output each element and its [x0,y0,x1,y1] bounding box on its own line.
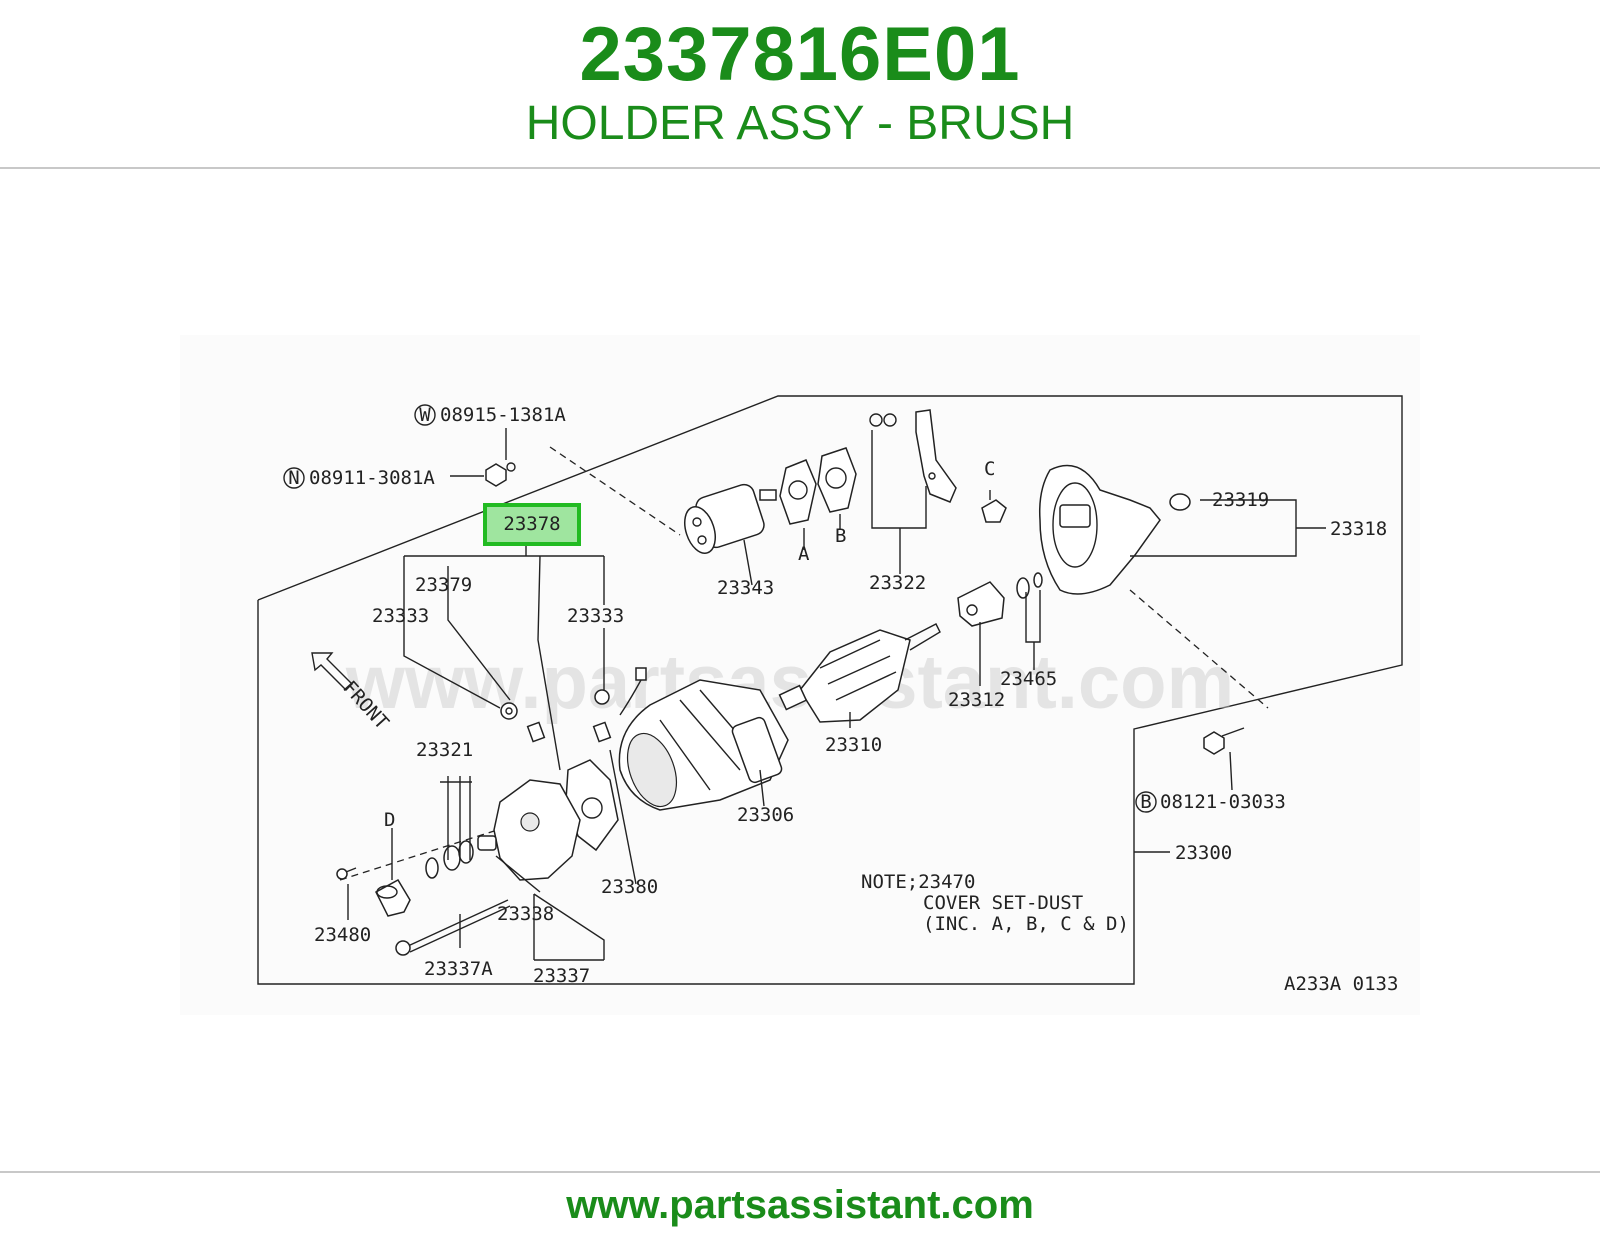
callout-23319: 23319 [1212,489,1269,511]
callout-label-group: W 08915-1381A N 08911-3081A 23379 23333 … [283,404,1387,987]
brush-spring-part [500,702,546,743]
callout-23321: 23321 [416,739,473,761]
shift-lever-part [869,409,957,503]
bushing-part [1169,493,1191,511]
stopper-ring-part [1016,572,1043,599]
note-line-2: COVER SET-DUST [923,892,1083,914]
dust-cap-d-part [375,878,411,917]
callout-a: A [798,543,810,565]
page-header: 2337816E01 HOLDER ASSY - BRUSH [0,0,1600,168]
part-number-title: 2337816E01 [579,12,1021,97]
footer-url[interactable]: www.partsassistant.com [566,1183,1034,1227]
screw-part [336,867,357,880]
solenoid-part [684,483,777,554]
callout-23337a: 23337A [424,958,493,980]
callout-23378: 23378 [503,513,560,535]
highlighted-part-callout[interactable]: 23378 [483,503,581,546]
footer-divider [0,1171,1600,1173]
callout-23338: 23338 [497,903,554,925]
callout-23480: 23480 [314,924,371,946]
note-line-3: (INC. A, B, C & D) [923,913,1129,935]
callout-23333-left: 23333 [372,605,429,627]
callout-23343: 23343 [717,577,774,599]
armature-part [778,623,941,723]
diagram-code: A233A 0133 [1284,973,1398,995]
part-name-subtitle: HOLDER ASSY - BRUSH [525,97,1075,150]
front-arrow-icon [311,652,353,691]
leader-lines [347,428,1326,961]
front-housing-part [1038,464,1161,595]
bolt-part [1203,727,1245,755]
callout-d: D [384,809,395,831]
callout-23380: 23380 [601,876,658,898]
rubber-block-c-part [981,499,1007,523]
through-bolt-part [395,899,511,956]
callout-23310: 23310 [825,734,882,756]
exploded-view-drawing: www.partsassistant.com FRONT [257,395,1403,995]
callout-23312: 23312 [948,689,1005,711]
callout-08915-1381a: 08915-1381A [440,404,566,426]
callout-08911-3081a: 08911-3081A [309,467,435,489]
gasket-a-part [779,459,817,525]
nut-part [485,462,516,487]
callout-23322: 23322 [869,572,926,594]
diagram-border [257,395,1403,985]
header-divider [0,167,1600,169]
yoke-part [618,679,789,811]
watermark-text: www.partsassistant.com [345,640,1234,725]
callout-23333-right: 23333 [567,605,624,627]
callout-23300: 23300 [1175,842,1232,864]
callout-c: C [984,458,995,480]
circle-letter-w: W [419,404,431,426]
callout-23318: 23318 [1330,518,1387,540]
callout-b: B [835,525,846,547]
note-line-1: NOTE;23470 [861,871,975,893]
callout-23379: 23379 [415,574,472,596]
circle-letter-b: B [1140,791,1151,813]
rear-cover-part [477,779,581,881]
gasket-b-part [817,447,857,513]
pinion-gear-part [957,581,1005,627]
callout-08121-03033: 08121-03033 [1160,791,1286,813]
callout-23337: 23337 [533,965,590,987]
parts-diagram: www.partsassistant.com FRONT [180,335,1420,1015]
washer-set-part [425,840,474,879]
brush-part [592,667,647,743]
circle-letter-n: N [288,467,299,489]
callout-23465: 23465 [1000,668,1057,690]
callout-23306: 23306 [737,804,794,826]
